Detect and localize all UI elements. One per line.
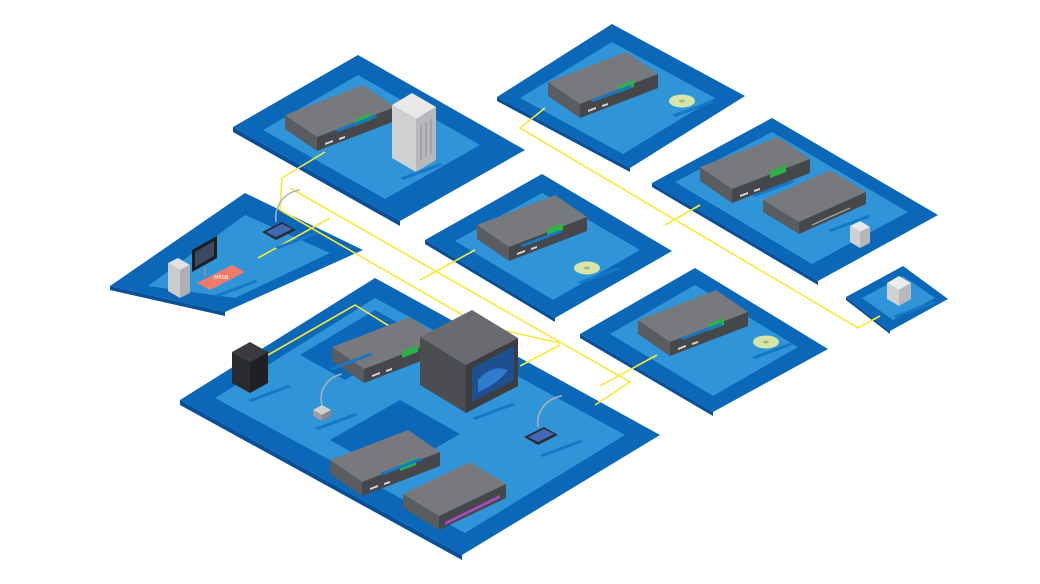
disc-drive-zone-f <box>753 335 779 349</box>
keyboard: MRSB <box>197 265 245 290</box>
microphone <box>313 373 343 421</box>
computer-tower <box>168 258 190 298</box>
speaker <box>232 342 268 393</box>
cable-backbone-main <box>289 187 632 406</box>
monitor <box>192 236 217 276</box>
server-tower <box>392 93 436 172</box>
zone-a-platform <box>233 55 525 226</box>
rack-unit-zone-c-2 <box>763 170 866 234</box>
delegate-unit-zone-d <box>262 189 301 240</box>
cable-zone-e <box>419 249 476 281</box>
cable-zone-h-display <box>519 344 561 367</box>
zone-d-platform <box>110 193 363 316</box>
disc-drive-zone-b <box>669 94 695 108</box>
display-cabinet <box>420 310 518 413</box>
camera-zone-g <box>887 276 911 306</box>
disc-drive-zone-e <box>574 261 600 275</box>
keyboard-label: MRSB <box>214 275 229 281</box>
cable-zone-a-to-d <box>279 151 561 344</box>
zones-layer <box>110 24 948 560</box>
camera-zone-c <box>850 221 870 248</box>
cable-network <box>257 107 881 471</box>
rack-unit-zone-h-3 <box>403 462 506 530</box>
cable-zone-b-to-g <box>518 107 881 329</box>
cable-zone-c <box>664 204 701 226</box>
cable-zone-h-left <box>257 217 331 259</box>
cable-zone-f <box>599 354 658 387</box>
delegate-unit-zone-h <box>524 395 563 445</box>
